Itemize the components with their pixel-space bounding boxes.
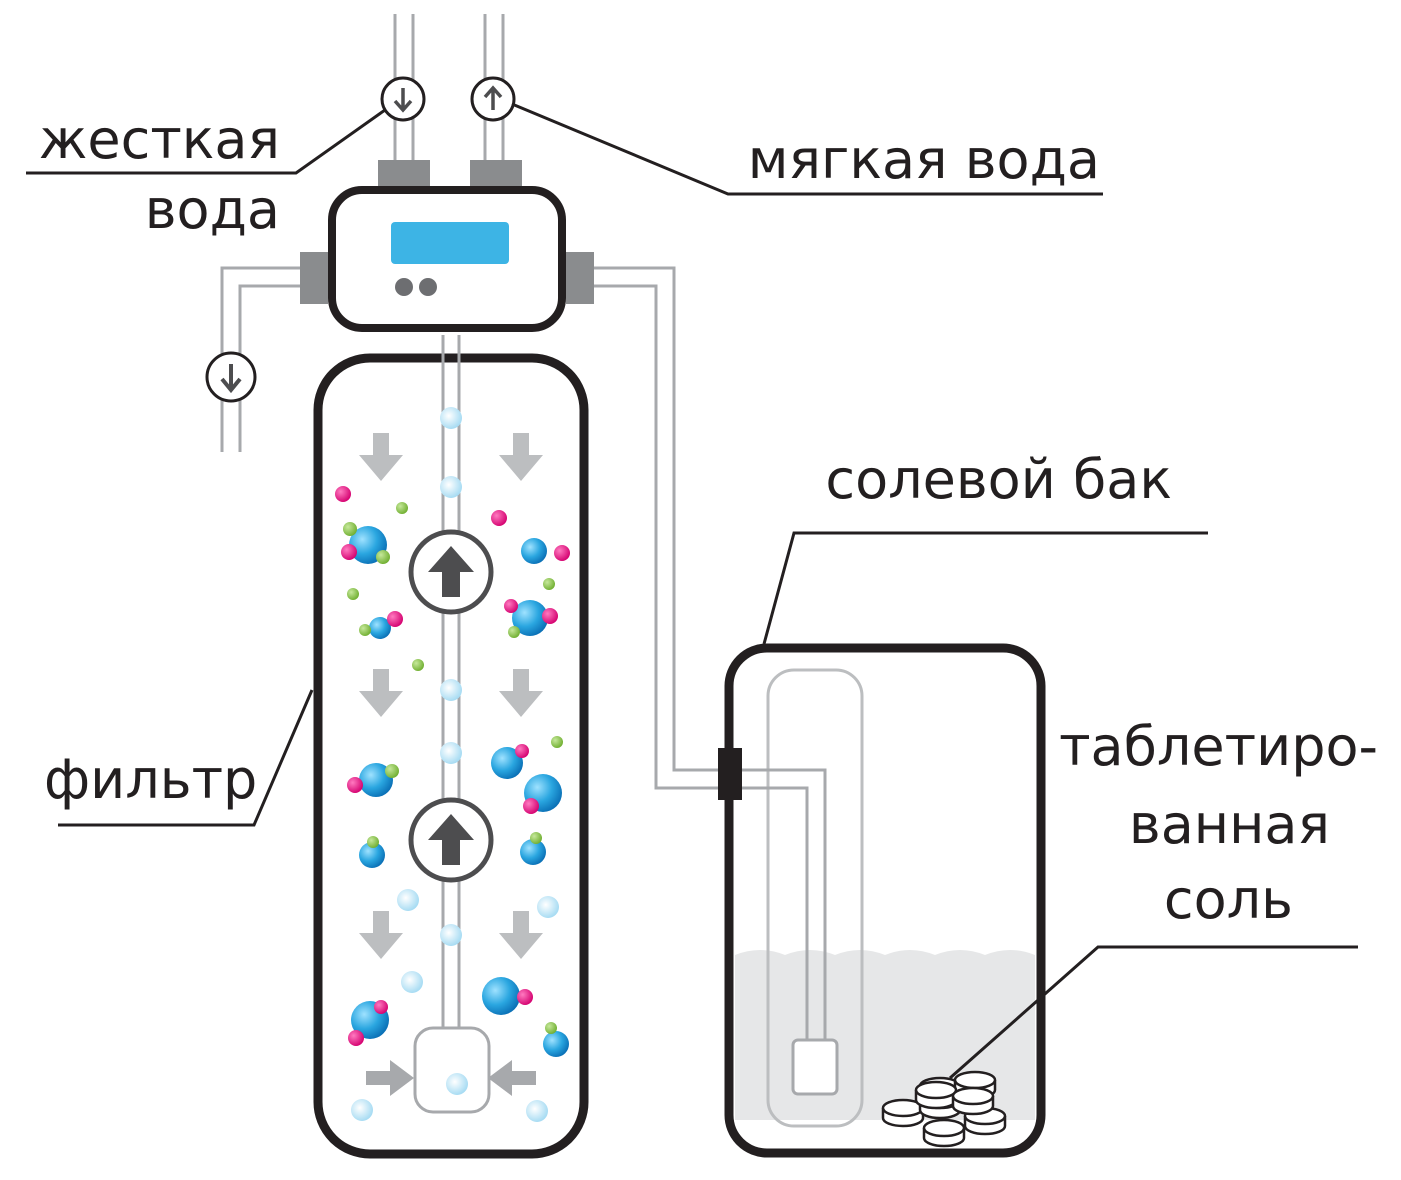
mineral-ion xyxy=(545,1022,557,1034)
control-button xyxy=(395,278,413,296)
hardness-ion xyxy=(359,842,385,868)
pipework xyxy=(220,14,827,1040)
sodium-ion xyxy=(341,544,357,560)
brine-tank xyxy=(674,643,1046,1158)
mineral-ion xyxy=(347,588,359,600)
salt-tablet xyxy=(951,1086,995,1116)
arrow-down-icon xyxy=(380,76,426,122)
salt-leader xyxy=(949,945,1358,1080)
water-bubble xyxy=(537,896,559,918)
arrow-down-icon xyxy=(359,911,403,959)
control-button xyxy=(419,278,437,296)
sodium-ion xyxy=(348,1030,364,1046)
leader-lines xyxy=(26,102,1358,1080)
arrow-right-icon xyxy=(366,1060,414,1096)
water-bubble xyxy=(440,476,462,498)
filter-label: фильтр xyxy=(44,748,257,811)
filter-leader xyxy=(58,689,314,827)
arrow-left-icon xyxy=(488,1060,536,1096)
arrow-down-icon xyxy=(499,911,543,959)
water-bubble xyxy=(440,407,462,429)
salt-tablets xyxy=(881,1070,1007,1148)
hardness-ion xyxy=(482,977,520,1015)
mineral-ion xyxy=(367,836,379,848)
hardness-ion xyxy=(543,1031,569,1057)
water-bubble xyxy=(351,1099,373,1121)
mineral-ion xyxy=(551,736,563,748)
sodium-ion xyxy=(387,611,403,627)
hardness-ion xyxy=(359,763,393,797)
hard-water-label-line2: вода xyxy=(145,178,280,241)
arrow-down-icon xyxy=(499,669,543,717)
brine-tank-leader xyxy=(762,531,1208,645)
salt-tablet xyxy=(922,1118,966,1148)
hardness-ion xyxy=(512,600,548,636)
mineral-ion xyxy=(530,832,542,844)
mineral-ion xyxy=(376,550,390,564)
water-bubble xyxy=(397,889,419,911)
sodium-ion xyxy=(554,545,570,561)
display-screen xyxy=(391,222,509,264)
inlet-fitting xyxy=(378,160,430,190)
hard-water-leader xyxy=(26,108,386,175)
hardness-ion xyxy=(520,839,546,865)
control-valve xyxy=(300,160,594,332)
tablet-salt-label-line2: ванная xyxy=(1129,793,1330,856)
tablet-salt-label-line3: соль xyxy=(1164,868,1293,931)
tablet-salt-label-line1: таблетиро- xyxy=(1059,715,1378,778)
mineral-ion xyxy=(343,522,357,536)
water-bubble xyxy=(440,742,462,764)
sodium-ion xyxy=(347,777,363,793)
sodium-ion xyxy=(517,989,533,1005)
brine-well xyxy=(766,668,864,1128)
salt-tablet xyxy=(914,1080,958,1110)
water-bubble xyxy=(440,679,462,701)
brine-valve xyxy=(791,1038,839,1096)
sodium-ion xyxy=(491,510,507,526)
water-bubble xyxy=(440,924,462,946)
water-bubble xyxy=(446,1073,468,1095)
arrow-up-icon xyxy=(408,797,494,883)
mineral-ion xyxy=(508,626,520,638)
arrow-down-icon xyxy=(359,433,403,481)
hard-water-label-line1: жесткая xyxy=(39,108,280,171)
soft-water-leader xyxy=(511,102,1103,196)
mineral-ion xyxy=(396,502,408,514)
outlet-fitting xyxy=(470,160,522,190)
sodium-ion xyxy=(515,744,529,758)
hardness-ion xyxy=(521,538,547,564)
hardness-ion xyxy=(491,747,523,779)
mineral-ion xyxy=(359,624,371,636)
sodium-ion xyxy=(335,486,351,502)
soft-water-label: мягкая вода xyxy=(748,128,1100,191)
brine-tank-label: солевой бак xyxy=(825,448,1172,511)
left-fitting xyxy=(300,252,328,304)
arrow-down-icon xyxy=(205,351,257,403)
mineral-ion xyxy=(412,659,424,671)
arrow-up-icon xyxy=(470,76,516,122)
mineral-ion xyxy=(385,764,399,778)
sodium-ion xyxy=(542,608,558,624)
right-fitting xyxy=(566,252,594,304)
water-bubble xyxy=(526,1100,548,1122)
mineral-ion xyxy=(543,578,555,590)
arrow-down-icon xyxy=(359,669,403,717)
sodium-ion xyxy=(504,599,518,613)
sodium-ion xyxy=(523,798,539,814)
hardness-ion xyxy=(369,617,391,639)
water-bubble xyxy=(401,971,423,993)
sodium-ion xyxy=(374,1000,388,1014)
distributor xyxy=(413,1026,491,1114)
arrow-down-icon xyxy=(499,433,543,481)
arrow-up-icon xyxy=(408,529,494,615)
ion-particles xyxy=(335,407,570,1122)
